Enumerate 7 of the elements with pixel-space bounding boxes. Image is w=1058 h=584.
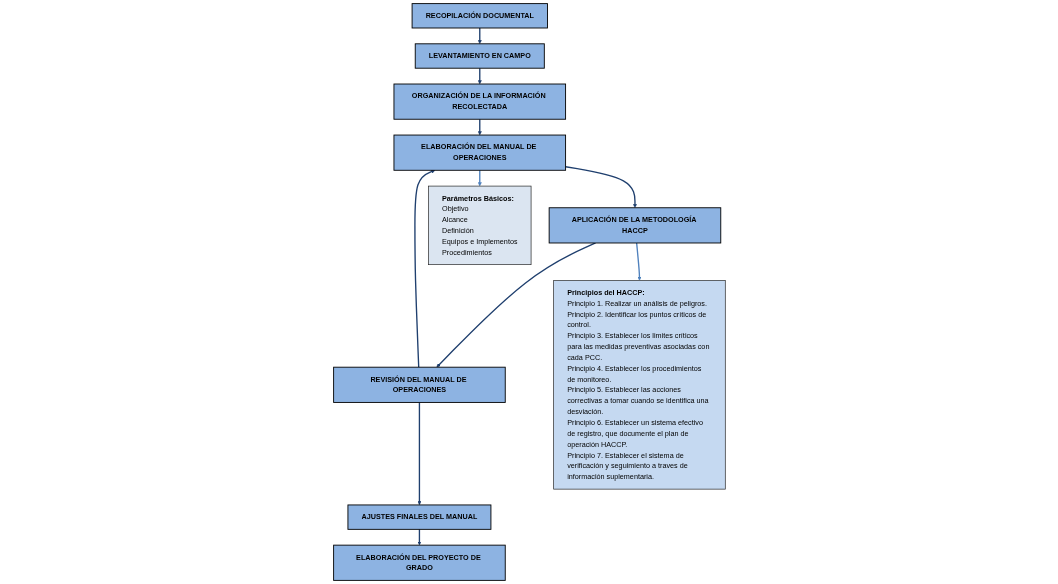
arrow bbox=[413, 169, 435, 368]
arrow bbox=[436, 242, 596, 368]
arrow bbox=[417, 401, 421, 506]
arrow bbox=[477, 118, 482, 136]
arrow bbox=[564, 166, 637, 208]
arrow bbox=[477, 67, 482, 85]
arrow bbox=[635, 242, 641, 281]
